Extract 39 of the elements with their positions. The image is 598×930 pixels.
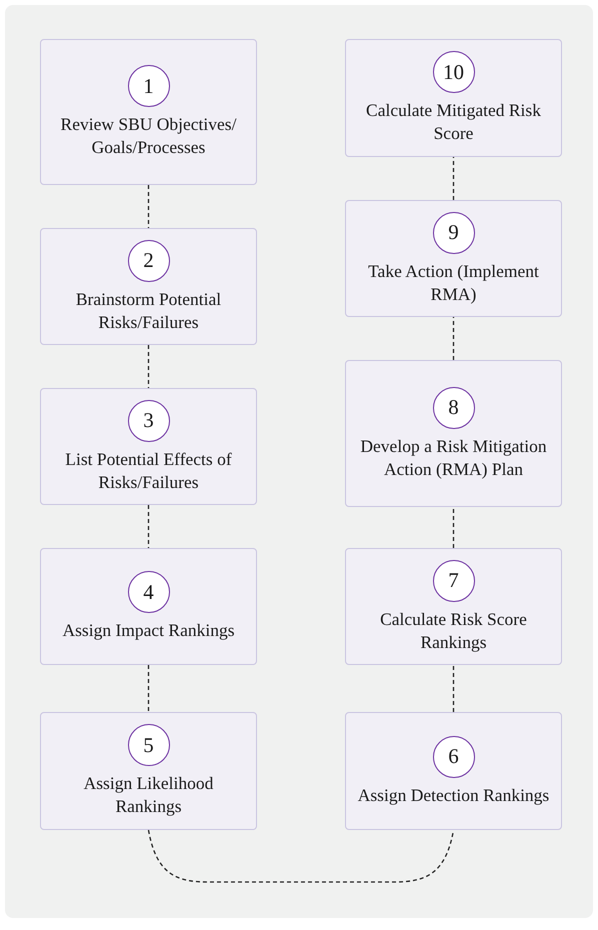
step-number: 2: [128, 240, 170, 282]
step-label: Review SBU Objectives/ Goals/Processes: [60, 113, 238, 159]
step-label: Assign Impact Rankings: [62, 619, 235, 642]
connector-line: [148, 830, 454, 883]
connector-line: [148, 185, 150, 228]
step-number: 8: [432, 386, 474, 429]
step-label: Calculate Risk Score Rankings: [379, 608, 528, 654]
step-number: 1: [128, 65, 170, 108]
step-number: 5: [128, 724, 170, 766]
step-number: 9: [432, 212, 474, 254]
step-box: [40, 228, 257, 345]
step-box: [40, 548, 257, 665]
step-box: [345, 548, 562, 665]
step-box: [345, 360, 562, 507]
connector-line: [148, 505, 150, 548]
connector-line: [452, 507, 454, 548]
step-label: Assign Likelihood Rankings: [82, 772, 214, 818]
step-label: Take Action (Implement RMA): [367, 260, 540, 306]
step-number: 10: [432, 51, 474, 94]
connector-line: [452, 157, 454, 200]
step-label: Calculate Mitigated Risk Score: [365, 99, 542, 145]
step-number: 4: [128, 571, 170, 614]
step-number: 7: [432, 560, 474, 602]
step-box: [40, 712, 257, 830]
step-box: [345, 200, 562, 317]
step-number: 3: [128, 400, 170, 442]
connector-line: [452, 317, 454, 360]
step-box: [40, 39, 257, 185]
step-label: Brainstorm Potential Risks/Failures: [74, 288, 222, 334]
step-label: Develop a Risk Mitigation Action (RMA) Plan: [359, 434, 548, 480]
step-box: [345, 39, 562, 157]
step-label: List Potential Effects of Risks/Failures: [64, 448, 233, 494]
step-label: Assign Detection Rankings: [358, 784, 550, 806]
connector-line: [452, 665, 454, 712]
connector-line: [148, 665, 150, 712]
step-number: 6: [432, 736, 474, 778]
connector-line: [148, 345, 150, 388]
step-box: [345, 712, 562, 830]
step-box: [40, 388, 257, 505]
